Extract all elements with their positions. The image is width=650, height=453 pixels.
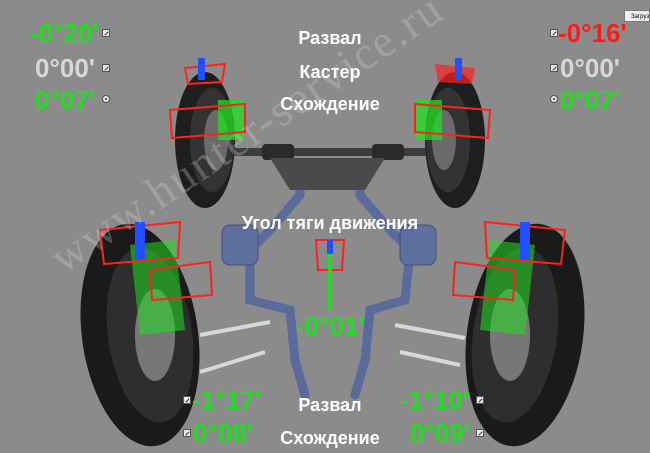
- rear-camber-label: Развал: [298, 395, 362, 415]
- muffler-right: [399, 224, 437, 266]
- rear-left-toe: 0°08': [193, 418, 253, 448]
- front-toe-label: Схождение: [280, 94, 380, 114]
- thrust-angle-value: -0°01': [296, 311, 365, 341]
- front-left-toe: 0°07': [35, 85, 95, 115]
- exhaust-system: [245, 165, 415, 400]
- front-caster-label: Кастер: [299, 62, 361, 82]
- front-right-wheel: [414, 58, 492, 208]
- rear-toe-label: Схождение: [280, 428, 380, 448]
- rear-right-wheel: [451, 220, 585, 447]
- front-right-toe-radio[interactable]: [550, 95, 558, 103]
- rear-links: [199, 320, 466, 374]
- rear-right-toe: 0°09': [410, 418, 470, 448]
- rear-left-camber: -1°17': [192, 385, 261, 415]
- front-left-caster-checkbox[interactable]: [102, 64, 110, 72]
- front-left-caster: 0°00': [35, 53, 95, 83]
- steering-rack: [220, 144, 435, 190]
- thrust-indicator: [314, 239, 346, 310]
- thrust-angle-label: Угол тяги движения: [241, 213, 419, 233]
- front-right-camber-checkbox[interactable]: [550, 29, 558, 37]
- rear-left-toe-checkbox[interactable]: [183, 429, 191, 437]
- front-right-caster: 0°00': [560, 53, 620, 83]
- front-right-camber: -0°16': [558, 18, 627, 48]
- rear-right-toe-checkbox[interactable]: [476, 429, 484, 437]
- front-left-camber: -0°20': [30, 18, 99, 48]
- rear-left-camber-checkbox[interactable]: [183, 396, 191, 404]
- rear-right-camber-checkbox[interactable]: [476, 396, 484, 404]
- front-left-wheel: [168, 58, 246, 208]
- muffler-left: [221, 224, 259, 266]
- front-camber-label: Развал: [298, 28, 362, 48]
- rear-left-wheel: [80, 220, 214, 447]
- front-left-toe-radio[interactable]: [102, 95, 110, 103]
- front-right-toe: 0°07': [560, 85, 620, 115]
- front-left-camber-checkbox[interactable]: [102, 29, 110, 37]
- rear-right-camber: -1°10': [400, 385, 469, 415]
- front-right-caster-checkbox[interactable]: [550, 64, 558, 72]
- load-button[interactable]: Загрузить: [624, 10, 650, 22]
